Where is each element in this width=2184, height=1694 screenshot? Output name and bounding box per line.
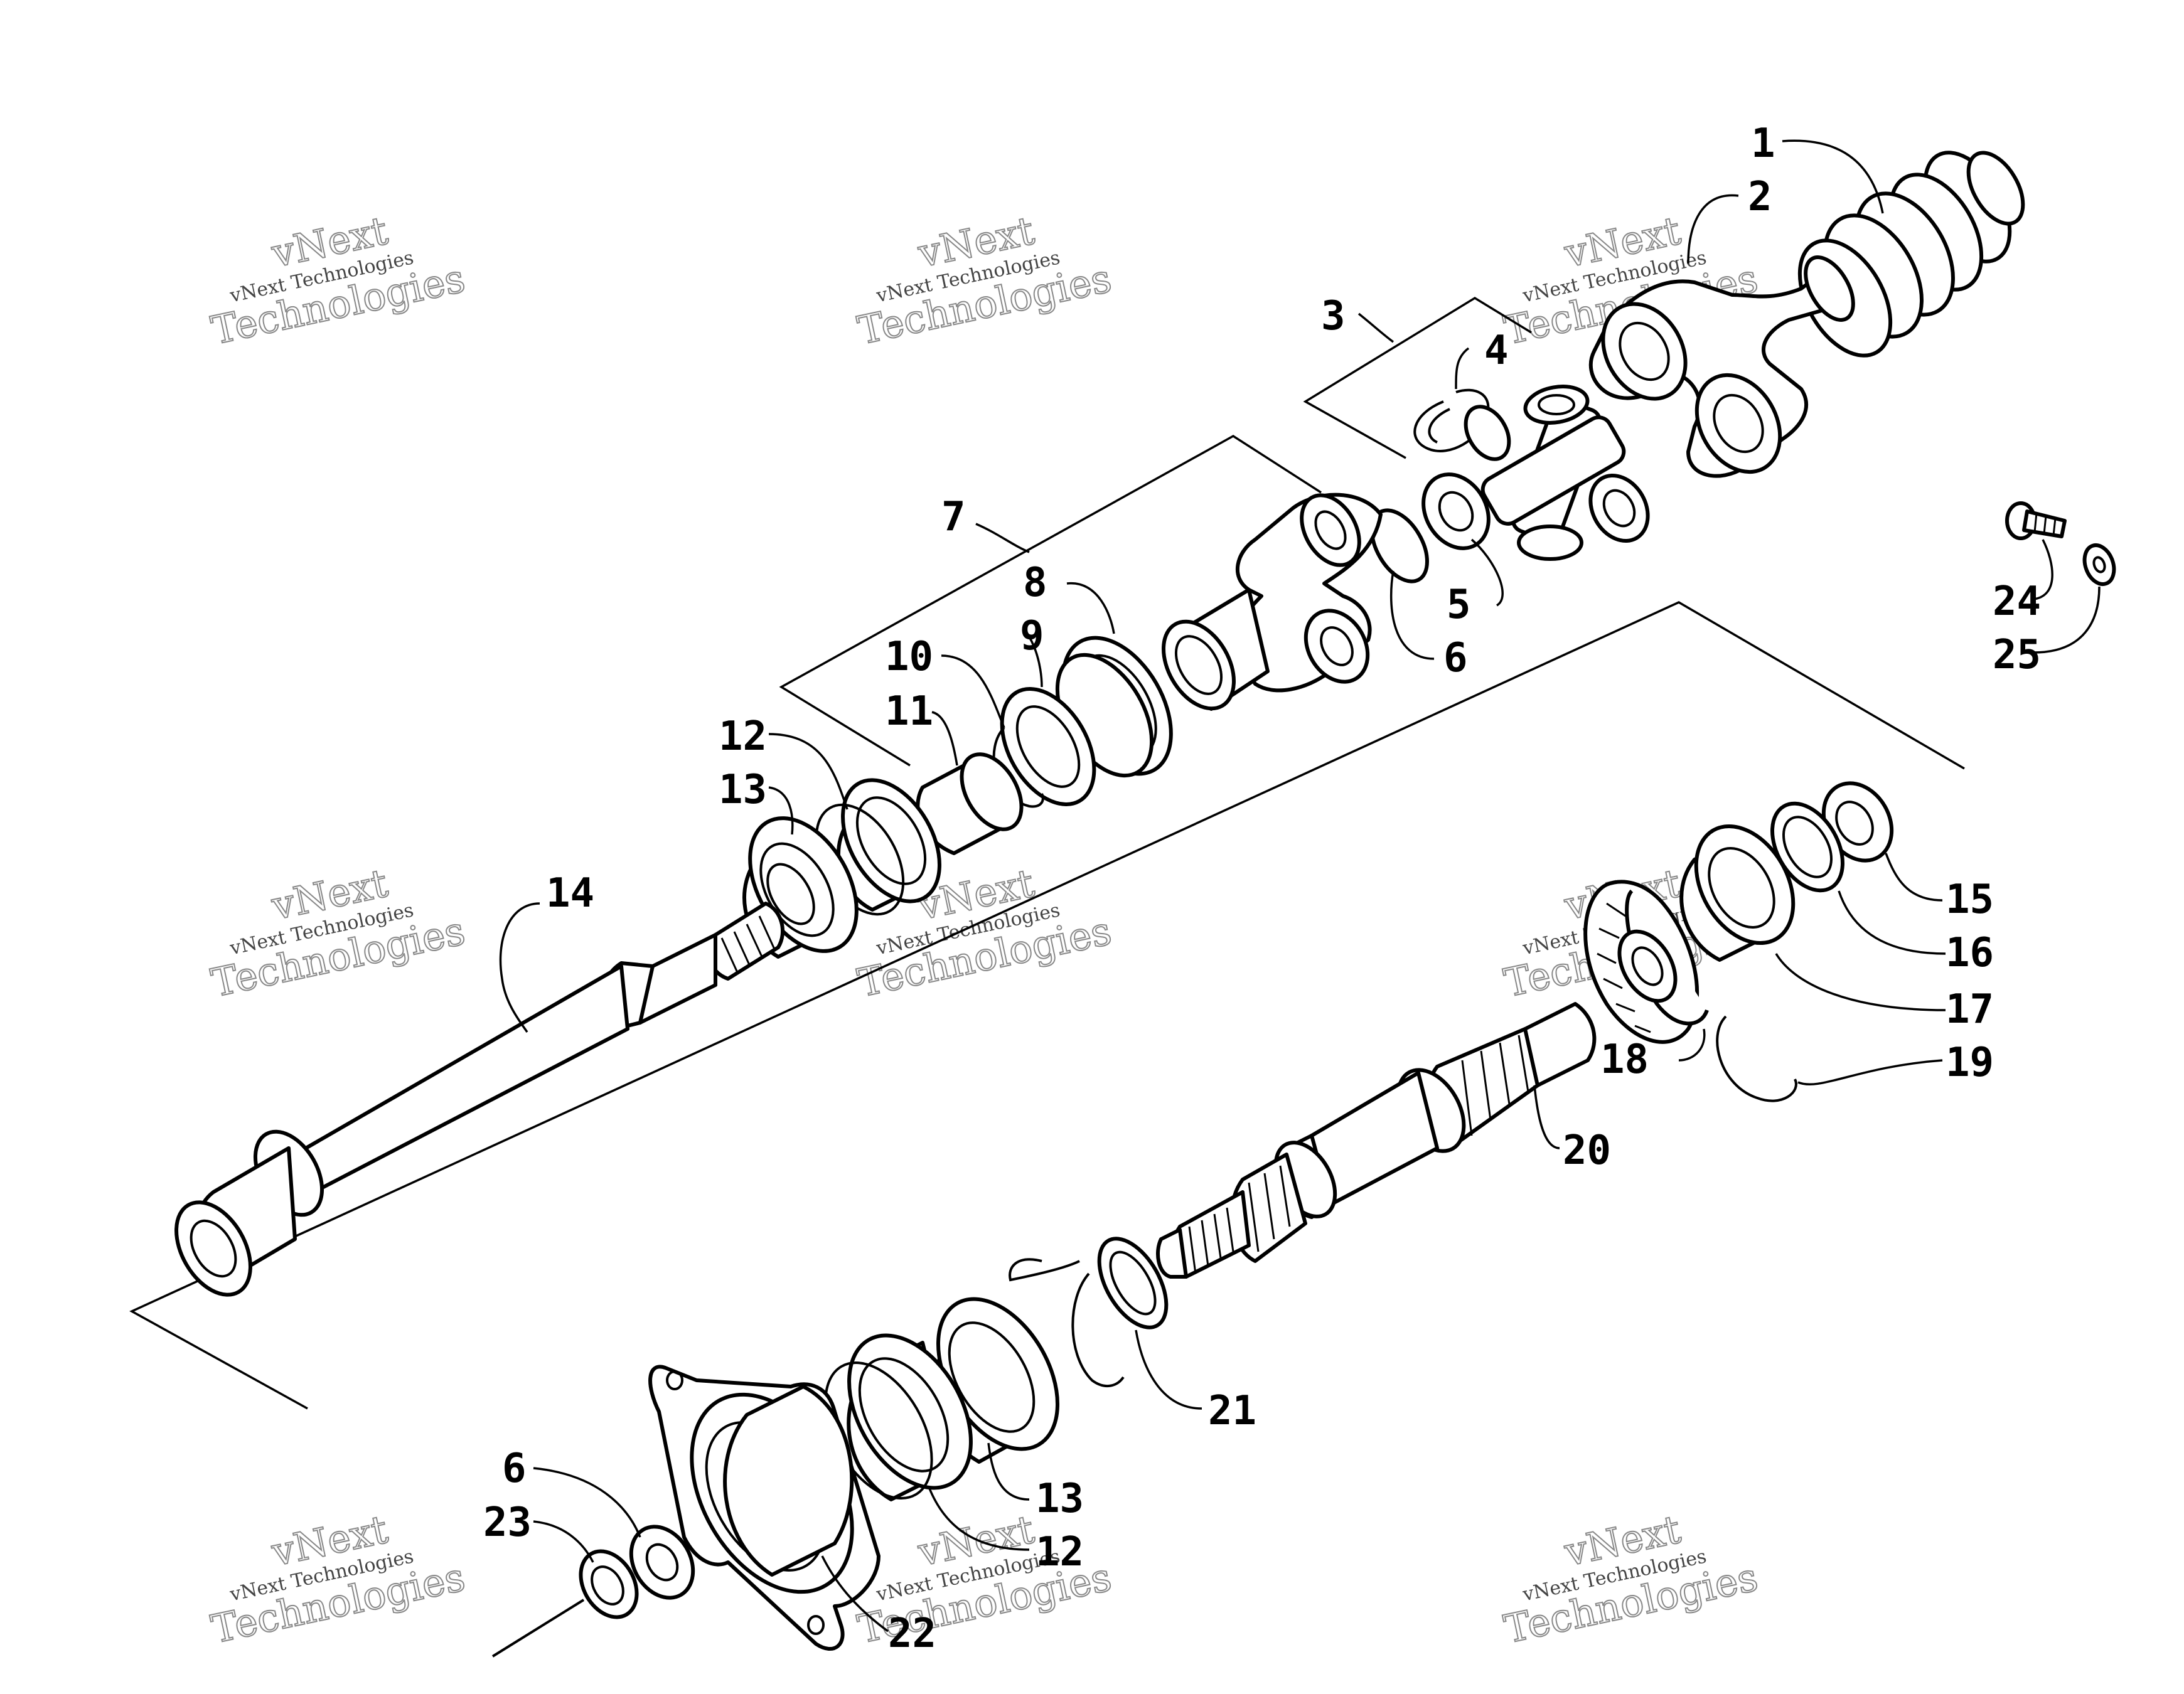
callout-4: 4: [1484, 328, 1509, 374]
front-yoke-7: [1162, 493, 1383, 711]
pinion-shaft-20: [1156, 1002, 1597, 1279]
bracket-3: [1303, 296, 1532, 459]
callout-22: 22: [888, 1611, 936, 1657]
callout-2: 2: [1748, 174, 1772, 220]
callout-labels: 1 2 3 4 5 6 7 8 9 10 11 12 13 14 15 16 1…: [483, 120, 2041, 1657]
callout-3: 3: [1321, 293, 1346, 339]
leader-15: [1885, 853, 1943, 902]
rear-yoke-ear: [1694, 373, 1782, 474]
leader-20: [1533, 1085, 1560, 1149]
callout-13: 13: [719, 767, 767, 813]
callout-19: 19: [1946, 1040, 1994, 1086]
splined-collar-17: [1679, 824, 1796, 962]
bracket-main: [129, 601, 1965, 1410]
leader-12-upper: [768, 733, 848, 810]
circlip-19: [1716, 1015, 1797, 1102]
leader-7: [975, 523, 1030, 553]
washer-6-lower: [629, 1525, 695, 1600]
callout-12-lower: 12: [1036, 1529, 1084, 1575]
callout-7: 7: [941, 494, 966, 540]
callout-15: 15: [1946, 876, 1994, 923]
callout-17: 17: [1946, 986, 1994, 1033]
bearing-12-lower: [824, 1333, 973, 1501]
watermark: vNext vNext Technologies Technologies: [853, 207, 1116, 354]
nut-23: [579, 1549, 639, 1619]
callout-10: 10: [885, 634, 933, 680]
callout-6-lower: 6: [502, 1446, 527, 1492]
callout-1: 1: [1751, 120, 1775, 167]
leader-lines: [499, 139, 2101, 1633]
drive-shaft-14: [174, 902, 785, 1297]
leader-6: [1389, 570, 1435, 660]
leader-19: [1797, 1059, 1943, 1085]
rear-yoke-with-boot: [1588, 151, 2025, 478]
bearing-housing-22: [648, 1365, 881, 1651]
callout-8: 8: [1023, 560, 1047, 606]
leader-13-upper: [768, 786, 794, 835]
shim-rings-21: [1009, 1237, 1169, 1387]
leader-4: [1455, 347, 1470, 390]
callout-9: 9: [1020, 613, 1044, 659]
washer-9: [1000, 687, 1096, 806]
leader-12-lower: [928, 1486, 1030, 1551]
leader-18: [1678, 1028, 1706, 1062]
spacer-11: [916, 752, 1024, 855]
rubber-boot: [1797, 151, 2025, 358]
leader-9: [1028, 636, 1043, 688]
leader-2: [1687, 194, 1739, 264]
universal-joint-cross: [1464, 385, 1650, 561]
callout-11: 11: [885, 688, 933, 735]
leader-3: [1357, 312, 1394, 343]
leader-22: [821, 1555, 889, 1633]
leader-14: [499, 902, 540, 1033]
callout-14: 14: [546, 870, 594, 917]
callout-20: 20: [1563, 1127, 1611, 1174]
bearing-cup-5: [1421, 472, 1491, 550]
leader-8: [1066, 582, 1115, 634]
bolt-24: [2005, 501, 2067, 540]
bevel-gear-18: [1583, 880, 1709, 1044]
callout-13-lower: 13: [1036, 1476, 1084, 1522]
leader-17: [1775, 953, 1946, 1011]
callout-21: 21: [1208, 1388, 1256, 1434]
washer-25: [2082, 543, 2116, 586]
watermark: vNext vNext Technologies Technologies: [206, 860, 469, 1007]
leader-1: [1782, 139, 1884, 214]
leader-6-lower: [533, 1467, 641, 1538]
watermark: vNext vNext Technologies Technologies: [206, 1506, 469, 1653]
leader-25: [2033, 586, 2101, 654]
callout-5: 5: [1447, 582, 1471, 628]
group-brackets: [129, 296, 1965, 1410]
leader-10: [941, 654, 1005, 728]
leader-16: [1838, 890, 1946, 955]
callout-24: 24: [1993, 578, 2041, 625]
leader-24: [2033, 539, 2053, 600]
leader-13-lower: [987, 1442, 1030, 1501]
watermark: vNext vNext Technologies Technologies: [1499, 1506, 1762, 1653]
snap-ring-4: [1413, 388, 1490, 452]
leader-23: [533, 1520, 594, 1563]
callout-12: 12: [719, 713, 767, 760]
rear-yoke-bore: [1713, 393, 1764, 454]
leader-21: [1135, 1329, 1202, 1410]
callout-18: 18: [1600, 1036, 1649, 1083]
bearing-12-upper: [815, 778, 941, 916]
center-axis-line: [491, 1599, 585, 1658]
leader-5: [1470, 538, 1504, 607]
leader-11: [931, 711, 958, 766]
rear-yoke-bore: [1619, 321, 1670, 381]
rear-yoke-ear: [1601, 302, 1688, 401]
rear-yoke-neck: [1804, 255, 1855, 322]
callout-23: 23: [483, 1500, 532, 1546]
callout-16: 16: [1946, 930, 1994, 976]
callout-25: 25: [1993, 632, 2041, 678]
bracket-7: [779, 434, 1322, 767]
watermark: vNext vNext Technologies Technologies: [206, 207, 469, 354]
callout-6: 6: [1443, 635, 1468, 681]
